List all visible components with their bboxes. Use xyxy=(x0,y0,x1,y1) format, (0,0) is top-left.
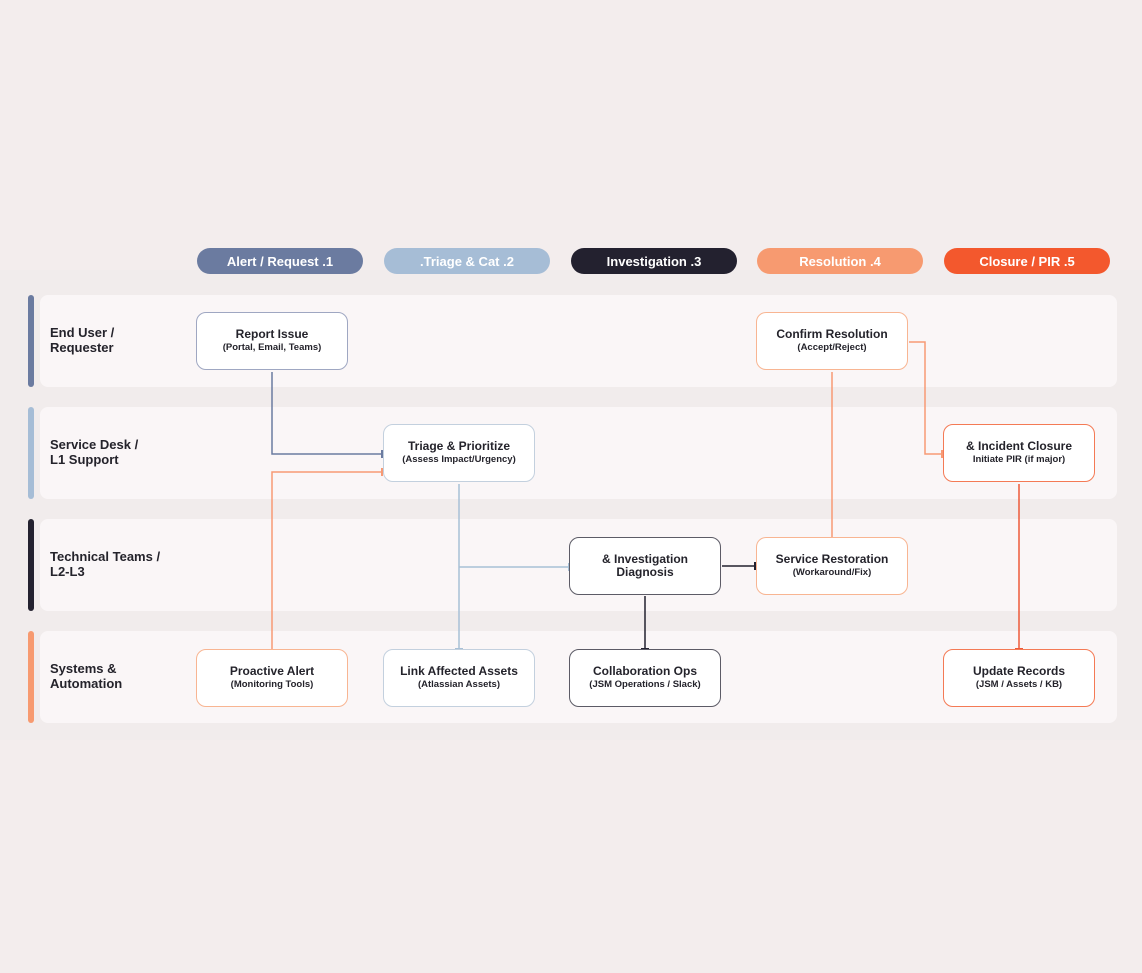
lane-label-line2: L1 Support xyxy=(50,452,119,467)
phase-alert-request: Alert / Request .1 xyxy=(197,248,363,274)
lane-label-line1: Systems & xyxy=(50,661,117,676)
lane-bar-service-desk xyxy=(28,407,34,499)
node-title: & Investigation xyxy=(601,552,688,566)
lane-label-line1: Service Desk / xyxy=(50,437,139,452)
node-subtitle: (Workaround/Fix) xyxy=(792,567,872,578)
lane-label-systems: Systems & Automation xyxy=(50,661,190,691)
node-title: & Incident Closure xyxy=(965,439,1072,453)
node-link-assets: Link Affected Assets (Atlassian Assets) xyxy=(383,649,535,707)
node-title: Proactive Alert xyxy=(229,664,315,678)
connector-report-to-triage xyxy=(271,372,382,455)
lane-bar-systems xyxy=(28,631,34,723)
node-collaboration-ops: Collaboration Ops (JSM Operations / Slac… xyxy=(569,649,721,707)
node-subtitle: (JSM / Assets / KB) xyxy=(975,679,1063,690)
lane-label-end-user: End User / Requester xyxy=(50,325,190,355)
node-confirm-resolution: Confirm Resolution (Accept/Reject) xyxy=(756,312,908,370)
node-title: Update Records xyxy=(972,664,1066,678)
phase-closure: Closure / PIR .5 xyxy=(944,248,1110,274)
lane-label-line2: Automation xyxy=(50,676,123,691)
node-title: Collaboration Ops xyxy=(592,664,697,678)
node-subtitle: (Portal, Email, Teams) xyxy=(222,342,322,353)
node-title: Triage & Prioritize xyxy=(407,439,511,453)
node-subtitle: (Atlassian Assets) xyxy=(417,679,500,690)
node-title: Service Restoration xyxy=(775,552,889,566)
node-subtitle: (Assess Impact/Urgency) xyxy=(402,454,516,465)
node-service-restoration: Service Restoration (Workaround/Fix) xyxy=(756,537,908,595)
node-investigation-diagnosis: & Investigation Diagnosis xyxy=(569,537,721,595)
node-proactive-alert: Proactive Alert (Monitoring Tools) xyxy=(196,649,348,707)
node-triage-prioritize: Triage & Prioritize (Assess Impact/Urgen… xyxy=(383,424,535,482)
node-title: Confirm Resolution xyxy=(776,327,888,341)
lane-label-line2: L2-L3 xyxy=(50,564,85,579)
node-title-line2: Diagnosis xyxy=(616,565,674,579)
lane-bar-technical-teams xyxy=(28,519,34,611)
phase-resolution: Resolution .4 xyxy=(757,248,923,274)
node-title: Link Affected Assets xyxy=(400,664,518,678)
phase-investigation: Investigation .3 xyxy=(571,248,737,274)
node-title: Report Issue xyxy=(235,327,309,341)
node-subtitle: (JSM Operations / Slack) xyxy=(589,679,701,690)
connector-confirm-to-closure xyxy=(909,341,943,455)
node-report-issue: Report Issue (Portal, Email, Teams) xyxy=(196,312,348,370)
node-subtitle: Initiate PIR (if major) xyxy=(972,454,1066,465)
lane-label-line2: Requester xyxy=(50,340,114,355)
lane-bar-end-user xyxy=(28,295,34,387)
node-update-records: Update Records (JSM / Assets / KB) xyxy=(943,649,1095,707)
lane-label-line1: Technical Teams / xyxy=(50,549,161,564)
lane-label-line1: End User / xyxy=(50,325,115,340)
node-incident-closure: & Incident Closure Initiate PIR (if majo… xyxy=(943,424,1095,482)
lane-label-technical-teams: Technical Teams / L2-L3 xyxy=(50,549,190,579)
connector-alert-to-triage xyxy=(271,471,382,649)
lane-service-desk xyxy=(40,407,1117,499)
lane-label-service-desk: Service Desk / L1 Support xyxy=(50,437,190,467)
phase-triage: .Triage & Cat .2 xyxy=(384,248,550,274)
node-subtitle: (Accept/Reject) xyxy=(797,342,867,353)
node-subtitle: (Monitoring Tools) xyxy=(230,679,314,690)
